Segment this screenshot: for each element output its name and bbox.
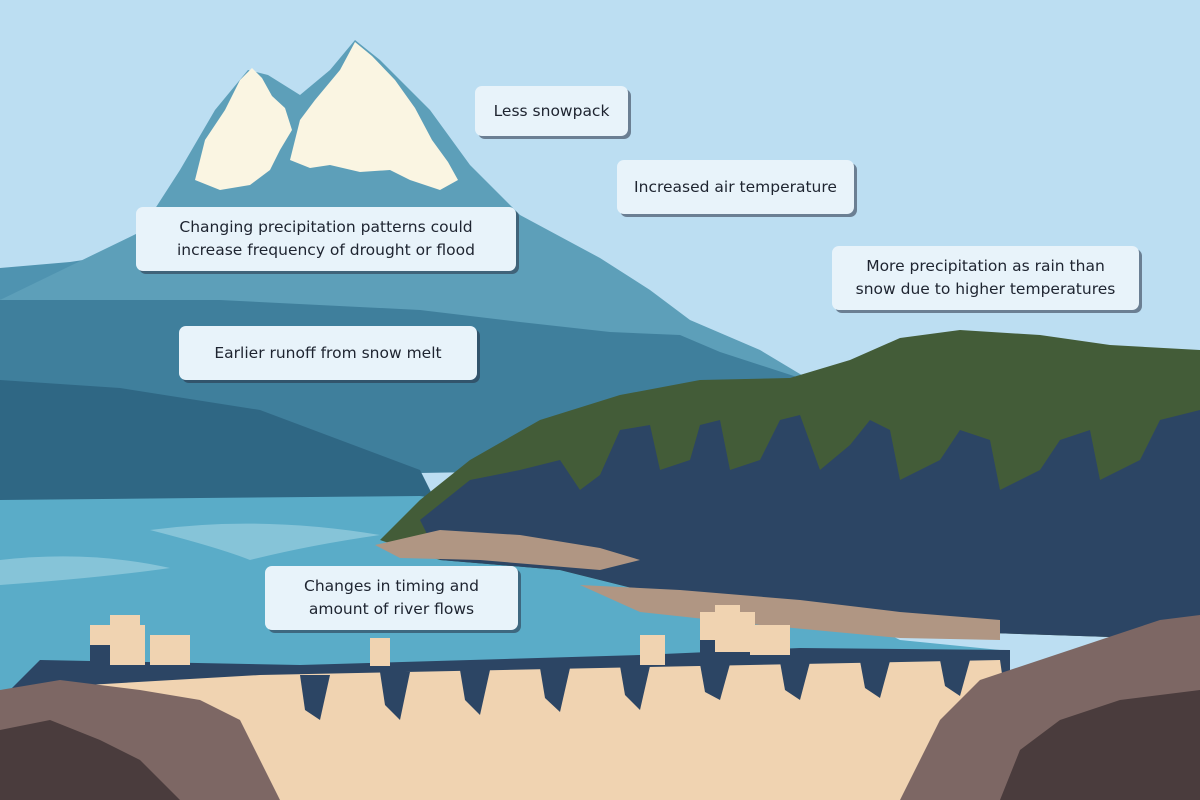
callout-text: Less snowpack: [493, 101, 610, 120]
dam-towers-left: [90, 615, 390, 666]
callout-river-flows: Changes in timing and amount of river fl…: [265, 566, 518, 630]
callout-text: snow due to higher temperatures: [855, 280, 1116, 298]
snowcap-left: [195, 68, 292, 190]
lake-ripple: [150, 523, 380, 560]
callout-earlier-runoff: Earlier runoff from snow melt: [179, 326, 477, 380]
callout-text: More precipitation as rain than: [866, 257, 1105, 275]
rocks-right-shadow: [1000, 690, 1200, 800]
callout-air-temperature: Increased air temperature: [617, 160, 854, 214]
callout-text: Earlier runoff from snow melt: [214, 343, 442, 362]
snowcap-right: [290, 42, 458, 190]
rocks-left-shadow: [0, 720, 180, 800]
dam-shadows: [300, 660, 970, 720]
callout-text: amount of river flows: [308, 600, 475, 618]
callout-rain-vs-snow: More precipitation as rain than snow due…: [832, 246, 1139, 310]
callout-text: Increased air temperature: [634, 177, 837, 196]
shoreline: [580, 585, 1000, 640]
callout-less-snowpack: Less snowpack: [475, 86, 628, 136]
dam-towers-right: [640, 605, 790, 665]
callout-precipitation-patterns: Changing precipitation patterns could in…: [136, 207, 516, 271]
callout-text: Changing precipitation patterns could: [179, 218, 473, 236]
hill-shadow: [420, 410, 1200, 640]
callout-text: Changes in timing and: [304, 577, 479, 595]
lake-ripple: [0, 556, 170, 585]
shoreline: [375, 530, 640, 570]
callout-text: increase frequency of drought or flood: [177, 241, 475, 259]
mountain-lowband: [0, 380, 440, 510]
